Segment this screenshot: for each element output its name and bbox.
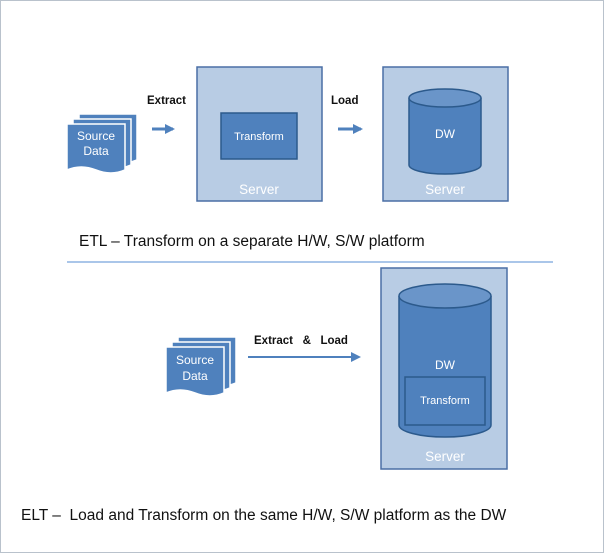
etl-dw-cylinder-icon [408, 98, 482, 175]
etl-dw-server: DW Server [382, 66, 509, 202]
etl-transform-label: Transform [234, 131, 284, 143]
etl-transform-server: Transform Server [196, 66, 323, 202]
etl-extract-label: Extract [147, 95, 186, 107]
elt-dw-label: DW [435, 358, 456, 372]
etl-dw-label: DW [435, 127, 456, 141]
elt-transform-box [404, 376, 486, 426]
etl-source-label-line1: Source [77, 129, 115, 143]
etl-load-label: Load [331, 95, 358, 107]
etl-caption: ETL – Transform on a separate H/W, S/W p… [79, 233, 425, 250]
elt-source-data-icon: Source Data [165, 336, 237, 397]
elt-transform-label: Transform [420, 395, 470, 407]
elt-source-label-line2: Data [182, 369, 208, 383]
elt-extract-load-label: Extract & Load [254, 335, 348, 347]
etl-source-label-line2: Data [83, 144, 109, 158]
etl-dw-server-label: Server [425, 182, 465, 197]
elt-dw-server: DW Transform Server [380, 267, 508, 470]
elt-source-label-line1: Source [176, 353, 214, 367]
etl-source-data-icon: Source Data [66, 113, 138, 174]
etl-server-label: Server [239, 182, 279, 197]
elt-caption: ELT – Load and Transform on the same H/W… [21, 507, 507, 524]
elt-server-label: Server [425, 449, 465, 464]
